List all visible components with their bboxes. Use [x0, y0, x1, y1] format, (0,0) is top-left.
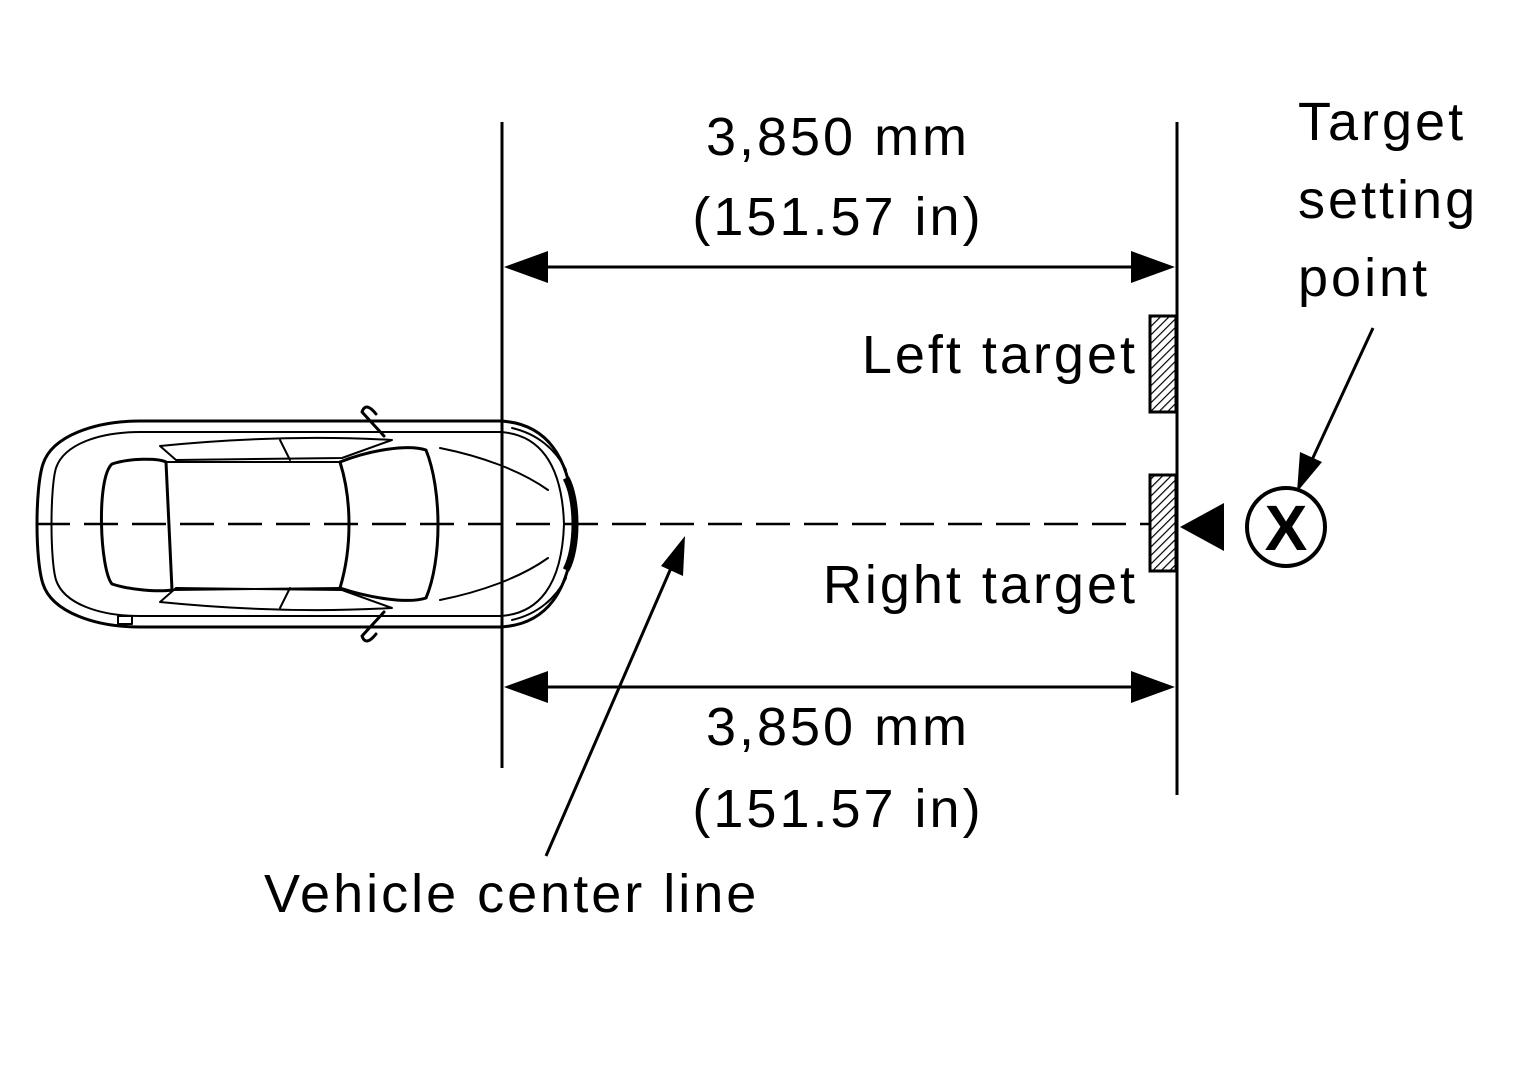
top-dimension: 3,850 mm (151.57 in) — [504, 107, 1175, 283]
top-dimension-arrow-left — [504, 251, 548, 283]
target-setting-point-label-line-2: setting — [1298, 170, 1478, 230]
left-target-block — [1148, 314, 1178, 414]
vehicle-rear-window — [100, 457, 174, 593]
top-dimension-arrow-right — [1131, 251, 1175, 283]
vehicle-center-line-label: Vehicle center line — [264, 864, 759, 924]
target-setting-point-marker — [1245, 486, 1327, 568]
bottom-dimension: 3,850 mm (151.57 in) — [504, 671, 1175, 839]
bottom-dimension-arrow-left — [504, 671, 548, 703]
left-target-label: Left target — [862, 325, 1138, 385]
target-setting-point-marker-symbol: X — [1265, 492, 1308, 564]
right-target-label: Right target — [823, 555, 1138, 615]
target-setting-point-leader-arrowhead — [1297, 452, 1322, 492]
target-setting-point-label-line-3: point — [1298, 248, 1430, 308]
bottom-dimension-arrow-right — [1131, 671, 1175, 703]
vehicle-center-line-leader-arrowhead — [661, 536, 685, 576]
target-setting-point-label-line-1: Target — [1298, 92, 1466, 152]
vehicle-mirror-left — [360, 405, 386, 438]
vehicle-mirror-right — [360, 610, 386, 643]
top-dimension-value: 3,850 mm — [706, 107, 970, 167]
right-target-block — [1148, 473, 1178, 573]
bottom-dimension-value: 3,850 mm — [706, 697, 970, 757]
top-dimension-imperial: (151.57 in) — [692, 187, 983, 247]
vehicle-center-line-leader — [544, 567, 673, 857]
target-pointer-arrow — [1180, 503, 1224, 551]
vehicle-windshield — [338, 446, 440, 602]
target-setting-point-leader — [1309, 327, 1375, 463]
vehicle-top-view — [35, 405, 579, 643]
bottom-dimension-imperial: (151.57 in) — [692, 779, 983, 839]
